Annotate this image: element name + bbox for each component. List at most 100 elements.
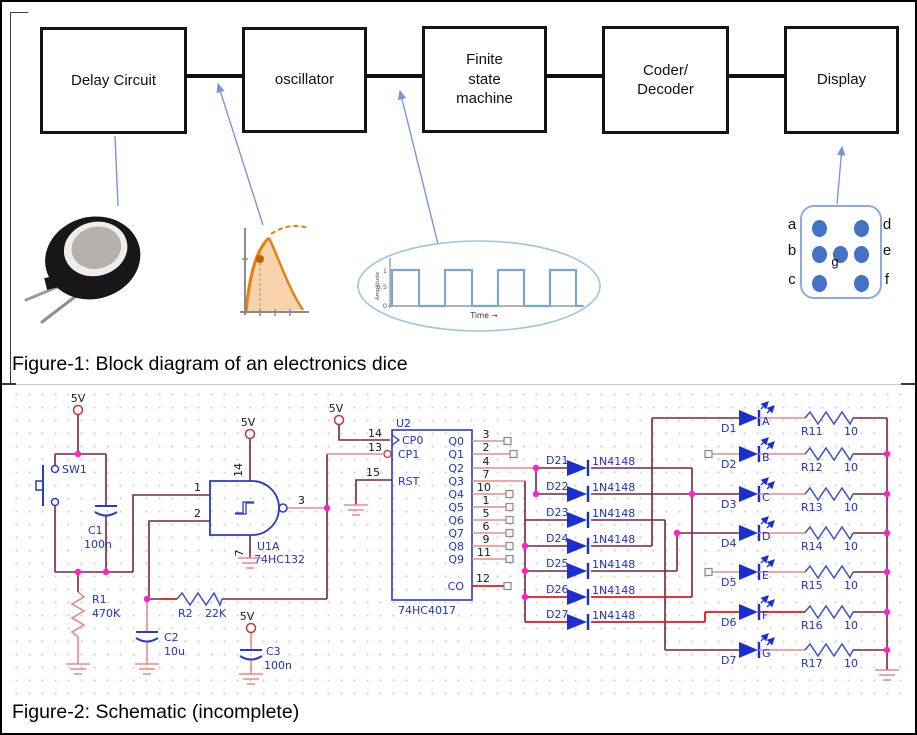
dice-label-e: e <box>882 242 892 259</box>
diode-row: D24 1N4148 <box>546 532 635 554</box>
block-coder-decoder: Coder/ Decoder <box>602 26 729 134</box>
led-row: D7 G R17 10 <box>721 633 887 670</box>
led-segment: F <box>762 609 768 622</box>
cap-ref: C1 <box>88 524 103 537</box>
diode-row: D27 1N4148 <box>546 608 635 630</box>
led-ref: D6 <box>721 616 736 629</box>
diode-row: D26 1N4148 <box>546 583 635 605</box>
dice-label-d: d <box>882 216 892 233</box>
diode-ref: D25 <box>546 557 568 570</box>
switch-ref: SW1 <box>62 463 87 476</box>
led-ref: D5 <box>721 576 736 589</box>
res-value: 470K <box>92 607 121 620</box>
power-terminals: 5V 5V 5V 5V <box>71 392 345 634</box>
gate-pin7: 7 <box>233 550 246 557</box>
diode-part: 1N4148 <box>592 609 635 622</box>
led-row: D4 D R14 10 <box>721 516 887 553</box>
diode-ref: D26 <box>546 583 568 596</box>
diode-part: 1N4148 <box>592 507 635 520</box>
led-res: R14 <box>801 540 823 553</box>
led-ref: D7 <box>721 654 736 667</box>
diode-row: D25 1N4148 <box>546 557 635 579</box>
dice-label-g: g <box>831 254 839 269</box>
figure2-caption: Figure-2: Schematic (incomplete) <box>12 701 300 723</box>
schematic-svg: 5V 5V 5V 5V SW1 C1 100n R1 470K <box>35 392 899 685</box>
diode-part: 1N4148 <box>592 558 635 571</box>
pin-q4: Q4 <box>448 488 464 501</box>
pin-num: 11 <box>477 546 491 559</box>
block-label: Finite state machine <box>456 51 513 108</box>
cap-value: 10u <box>164 645 185 658</box>
wave-xlabel: Time → <box>469 311 497 320</box>
diode-ref: D21 <box>546 454 568 467</box>
dice-label-c: c <box>788 271 796 288</box>
ground-symbols <box>66 504 899 685</box>
arrow-to-oscillator <box>216 82 264 226</box>
wave-ytick: 0 <box>383 302 387 310</box>
dice-pip-g <box>833 246 848 263</box>
dice-label-b: b <box>787 242 797 259</box>
arrow-to-fsm <box>397 89 440 249</box>
separator-end-right <box>901 383 915 385</box>
diode-ref: D24 <box>546 532 568 545</box>
net-wires-right <box>524 417 888 670</box>
wave-ytick: 1 <box>383 267 387 275</box>
led-segment: G <box>762 647 771 660</box>
pin-num: 9 <box>483 533 490 546</box>
dice-pip-e <box>854 246 869 263</box>
pin-q3: Q3 <box>448 475 464 488</box>
led-segment: D <box>762 530 770 543</box>
wave-ylabel: Amplitude <box>375 271 381 300</box>
pin-co: CO <box>448 580 465 593</box>
pin-cp0: CP0 <box>402 434 423 447</box>
diode-part: 1N4148 <box>592 533 635 546</box>
switch-sw1: SW1 <box>35 463 87 507</box>
led-rval: 10 <box>844 461 858 474</box>
led-segment: E <box>762 569 769 582</box>
connector-line <box>187 74 242 78</box>
dice-pip-f <box>854 275 869 292</box>
gate-pin1: 1 <box>194 481 201 494</box>
pin-num: 6 <box>483 520 490 533</box>
capacitor-c3: C3 100n <box>239 645 292 672</box>
pin-q8: Q8 <box>448 540 464 553</box>
supply-label: 5V <box>71 392 86 405</box>
led-res: R12 <box>801 461 823 474</box>
pin-num-14: 14 <box>368 427 382 440</box>
led-row: D5 E R15 10 <box>721 555 887 592</box>
wave-ytick: 0.5 <box>377 283 387 291</box>
row-separator <box>2 384 915 385</box>
dice-display-image <box>800 205 882 299</box>
dice-pip-b <box>812 246 827 263</box>
pin-num-15: 15 <box>366 466 380 479</box>
res-value: 22K <box>205 607 227 620</box>
dice-pip-a <box>812 220 827 237</box>
nand-gate-u1a: 1 2 3 14 7 U1A 74HC132 <box>194 463 305 566</box>
diode-part: 1N4148 <box>592 481 635 494</box>
oscillator-curve-image <box>240 225 309 316</box>
table-border-top <box>10 12 28 13</box>
diode-part: 1N4148 <box>592 455 635 468</box>
counter-u2: U2 74HC4017 CP0 CP1 RST 14 13 15 Q0 Q1 Q… <box>366 417 536 617</box>
square-wave-trace <box>390 268 583 308</box>
res-ref: R1 <box>92 593 107 606</box>
figure1-caption: Figure-1: Block diagram of an electronic… <box>12 353 408 375</box>
connector-line <box>367 74 422 78</box>
pin-q2: Q2 <box>448 462 464 475</box>
pin-rst: RST <box>398 475 420 488</box>
pin-q7: Q7 <box>448 527 464 540</box>
led-segment: A <box>762 415 770 428</box>
cap-ref: C2 <box>164 631 179 644</box>
led-ref: D4 <box>721 537 736 550</box>
resistor-r2: R2 22K <box>176 591 227 620</box>
block-delay-circuit: Delay Circuit <box>40 27 187 134</box>
led-ref: D2 <box>721 458 736 471</box>
counter-ref: U2 <box>396 417 411 430</box>
block-label: Coder/ Decoder <box>637 61 694 99</box>
led-row: D1 A R11 10 <box>721 401 887 438</box>
diode-ref: D27 <box>546 608 568 621</box>
led-row: D3 C R13 10 <box>721 477 887 514</box>
pin-q6: Q6 <box>448 514 464 527</box>
cap-value: 100n <box>84 538 112 551</box>
